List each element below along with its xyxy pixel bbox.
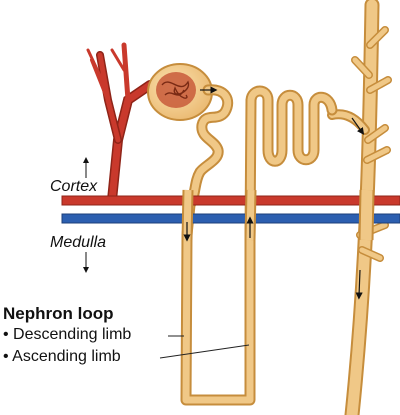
descending-limb-label: • Descending limb <box>3 326 132 343</box>
nephron-loop-heading: Nephron loop <box>3 304 114 323</box>
ascending-leader-line <box>159 344 250 359</box>
glomerular-capsule <box>147 63 213 121</box>
nephron-tubule <box>180 84 338 406</box>
leader-lines <box>159 335 250 359</box>
arteriole-tree <box>86 42 155 205</box>
flow-arrows <box>183 86 365 300</box>
ascending-limb-label: • Ascending limb <box>3 348 121 365</box>
flow-arrow-connecting <box>351 117 365 135</box>
flow-arrow-collecting <box>355 269 363 300</box>
cortex-label: Cortex <box>50 178 98 195</box>
cortex-medulla-vessels <box>61 195 400 224</box>
medulla-label: Medulla <box>50 234 107 251</box>
connecting-tubule <box>327 109 370 135</box>
